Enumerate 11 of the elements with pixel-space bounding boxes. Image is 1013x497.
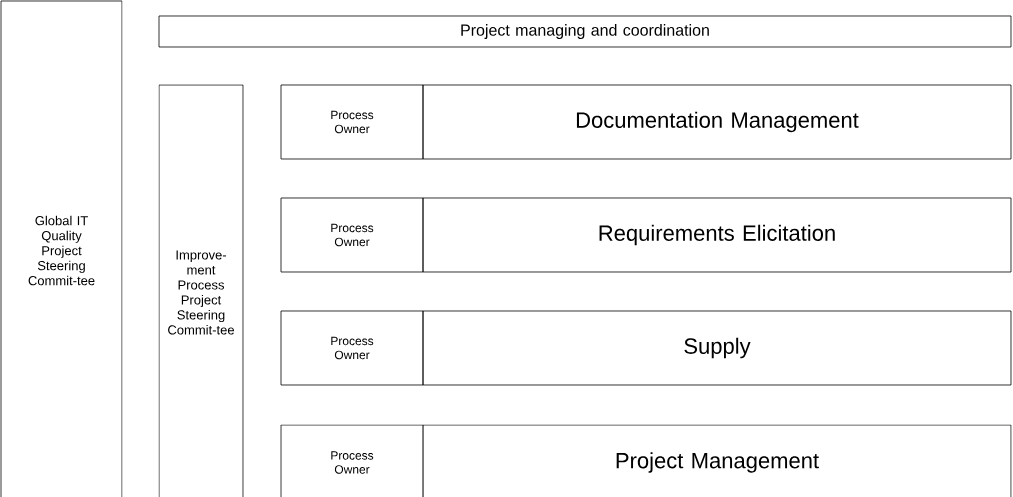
process-title-cell: Supply (422, 310, 1012, 386)
process-owner-cell: Process Owner (280, 197, 424, 273)
process-owner-cell: Process Owner (280, 84, 424, 160)
coordination-bar: Project managing and coordination (158, 15, 1012, 48)
process-owner-cell: Process Owner (280, 424, 424, 497)
process-owner-cell: Process Owner (280, 310, 424, 386)
steering-committee-column: Global IT Quality Project Steering Commit-tee (0, 0, 123, 497)
process-title-cell: Project Management (422, 424, 1012, 497)
process-title-cell: Requirements Elicitation (422, 197, 1012, 273)
process-title-cell: Documentation Management (422, 84, 1012, 160)
steering-committee-column: Improve-ment Process Project Steering Commit-tee (158, 84, 244, 497)
